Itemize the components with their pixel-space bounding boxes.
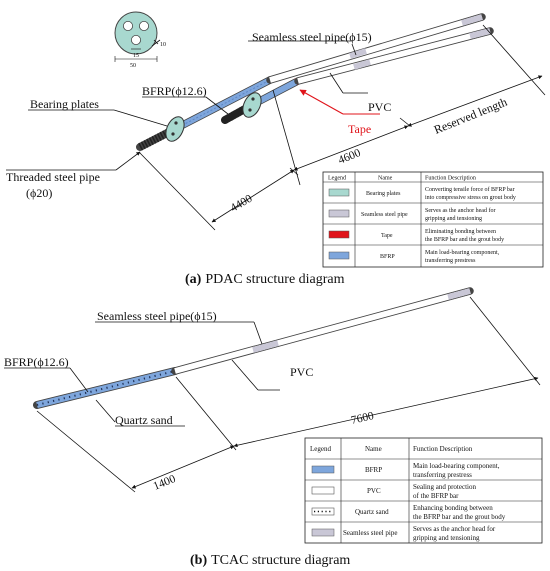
label-quartz-sand: Quartz sand: [115, 413, 173, 427]
section-dim-15: 15: [133, 53, 139, 59]
caption-a-label: (a): [185, 272, 202, 287]
label-seamless-steel-pipe-b: Seamless steel pipe(ϕ15): [97, 309, 217, 323]
bfrp-bar-quartz: [36, 367, 176, 409]
legend-a-desc-3b: the BFRP bar and the grout body: [425, 237, 504, 243]
legend-swatch-pvc: [311, 486, 335, 495]
legend-b-desc-1a: Main load-bearing component,: [413, 462, 500, 470]
steel-pipe-segment: [469, 28, 491, 39]
label-seamless-steel-pipe-a: Seamless steel pipe(ϕ15): [252, 30, 372, 44]
section-dim-10: 10: [160, 42, 166, 48]
legend-swatch-tape: [328, 230, 350, 239]
legend-table-b: Legend Name Function Description BFRP PV…: [304, 437, 543, 544]
legend-b-desc-4b: gripping and tensioning: [413, 534, 480, 542]
legend-b-desc-2a: Sealing and protection: [413, 483, 476, 491]
steel-pipe-segment-b: [447, 288, 471, 300]
label-bfrp-a: BFRP(ϕ12.6): [142, 84, 207, 98]
dim-1400: 1400: [152, 473, 178, 493]
legend-a-desc-2a: Serves as the anchor head for: [425, 207, 495, 214]
caption-b-label: (b): [190, 553, 207, 568]
legend-swatch-quartz: [311, 507, 335, 516]
legend-a-desc-4a: Main load-bearing component,: [425, 250, 500, 256]
legend-a-header-legend: Legend: [328, 176, 346, 182]
legend-swatch-bearing: [328, 188, 350, 197]
legend-b-desc-4a: Serves as the anchor head for: [413, 525, 496, 533]
legend-b-desc-1b: transferring prestress: [413, 471, 472, 479]
label-bfrp-b: BFRP(ϕ12.6): [4, 355, 69, 369]
legend-a-desc-1a: Converting tensile force of BFRP bar: [425, 186, 515, 193]
legend-b-desc-2b: of the BFRP bar: [413, 492, 459, 500]
tcac-bar: [33, 287, 474, 409]
legend-b-desc-3a: Enhancing bonding between: [413, 504, 493, 512]
caption-a: (a)PDAC structure diagram: [185, 272, 345, 287]
section-plate: [114, 11, 158, 55]
legend-swatch-bfrp-b: [311, 465, 335, 474]
legend-b-name-4: Seamless steel pipe: [343, 529, 397, 537]
section-dim-50: 50: [130, 63, 136, 69]
legend-a-desc-2b: gripping and tensioning: [425, 216, 482, 222]
steel-pipe-segment-b: [252, 340, 279, 353]
dim-7600: 7600: [350, 410, 375, 427]
anchor-bar-2: [221, 27, 494, 124]
label-bearing-plates: Bearing plates: [30, 97, 99, 111]
panel-b: Seamless steel pipe(ϕ15) BFRP(ϕ12.6) PVC…: [4, 287, 543, 568]
anchor-bar-1: [136, 13, 486, 151]
caption-b-text: TCAC structure diagram: [211, 553, 350, 568]
pvc-sleeve: [269, 14, 483, 83]
legend-table-a: Legend Name Function Description Bearing…: [322, 171, 544, 268]
legend-b-header-legend: Legend: [310, 445, 331, 453]
legend-b-header-name: Name: [365, 445, 382, 453]
dim-4400: 4400: [229, 193, 255, 215]
legend-swatch-steel-b: [311, 528, 335, 537]
legend-a-desc-3a: Eliminating bonding between: [425, 229, 496, 235]
pvc-sleeve-b: [174, 288, 471, 374]
section-hole: [138, 20, 149, 31]
steel-pipe-segment: [353, 59, 371, 70]
legend-b-name-3: Quartz sand: [355, 508, 389, 516]
legend-a-name-3: Tape: [381, 233, 393, 239]
legend-a-name-2: Seamless steel pipe: [361, 212, 408, 218]
legend-b-name-1: BFRP: [365, 466, 382, 474]
section-hole: [123, 20, 134, 31]
threaded-pipe-thread: [138, 125, 177, 151]
label-reserved-length: Reserved length: [432, 95, 509, 137]
legend-swatch-bfrp: [328, 251, 350, 260]
panel-a: 10 15 50: [6, 11, 546, 287]
caption-a-text: PDAC structure diagram: [205, 272, 344, 287]
pvc-sleeve: [297, 28, 491, 84]
label-tape: Tape: [348, 122, 371, 136]
legend-a-header-desc: Function Description: [425, 176, 476, 182]
caption-b: (b) TCAC structure diagram: [190, 553, 350, 568]
legend-a-name-4: BFRP: [380, 254, 395, 260]
label-pvc-b: PVC: [290, 365, 313, 379]
label-threaded-pipe-2: (ϕ20): [26, 186, 52, 200]
label-pvc-a: PVC: [368, 100, 391, 114]
dim-4600: 4600: [337, 147, 363, 167]
steel-pipe-segment: [461, 14, 483, 26]
steel-pipe-segment: [349, 48, 367, 59]
cross-section: 10 15 50: [114, 11, 166, 69]
legend-a-desc-1b: into compressive stress on grout body: [425, 195, 516, 201]
label-threaded-pipe-1: Threaded steel pipe: [6, 170, 100, 184]
legend-b-desc-3b: the BFRP bar and the grout body: [413, 513, 506, 521]
section-hole: [130, 35, 141, 46]
legend-a-desc-4b: transferring prestress: [425, 257, 476, 264]
bearing-plate: [165, 116, 185, 142]
legend-a-header-name: Name: [378, 176, 393, 182]
bearing-plate: [242, 92, 262, 118]
legend-swatch-steel: [328, 209, 350, 218]
legend-b-name-2: PVC: [367, 487, 381, 495]
legend-a-name-1: Bearing plates: [366, 191, 401, 197]
legend-b-header-desc: Function Description: [413, 445, 473, 453]
